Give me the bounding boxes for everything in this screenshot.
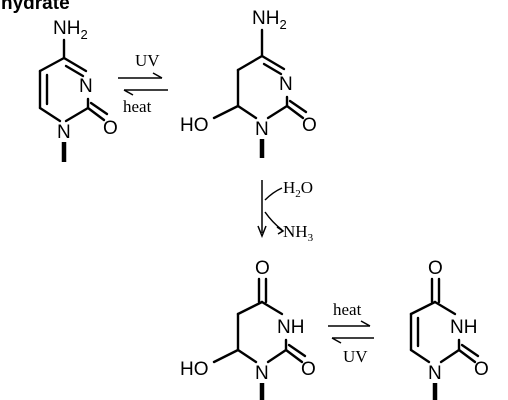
cytosine-c5-c4-bond (38, 56, 66, 73)
hydrate-hydroxyl-label: HO (180, 115, 209, 136)
equilibrium-arrows-top: UV heat (118, 51, 168, 116)
condition-heat-top: heat (123, 97, 152, 116)
condition-ammonia: NH3 (283, 222, 314, 244)
uracil-hydrate-carbonyl-bond (284, 348, 304, 364)
hydrate-c4-n3-double (262, 62, 283, 76)
uracil-hydrate-o4-label: O (255, 258, 270, 279)
condition-uv-top: UV (135, 51, 160, 70)
uracil-hydrate-o2-label: O (301, 359, 316, 380)
forward-arrow-head-top (152, 72, 163, 79)
hydrate-n1-label: N (255, 119, 269, 140)
ammonia-out-curve (264, 211, 283, 231)
reverse-arrow-head-top (123, 89, 134, 96)
uracil-hydrate-c5-c4-bond (236, 300, 264, 316)
ammonia-out-head (276, 226, 285, 235)
uracil-n1-label: N (428, 363, 442, 384)
uracil-carbonyl-bond (457, 348, 477, 364)
uracil-hydrate-c4-n3-bond (260, 300, 284, 316)
uracil-c5-c4-bond (409, 300, 437, 316)
uracil-hydrate-nh-label: NH (277, 317, 304, 338)
forward-arrow-head-bottom (360, 320, 371, 327)
hydrate-c5-c4-bond (236, 54, 264, 72)
uracil-carbonyl-double (460, 343, 480, 358)
cytosine-amino-label: NH2 (53, 18, 88, 42)
uracil-hydrate-n1-c6-bond (236, 348, 258, 364)
cytosine-carbonyl-bond (86, 106, 106, 122)
hydrate-o-label: O (302, 115, 317, 136)
cytosine-c4-n3-double (64, 64, 85, 78)
molecule-uracil: O NH O N (409, 258, 489, 400)
uracil-hydrate-c2-n1-bond (266, 348, 288, 364)
uracil-nh-label: NH (450, 317, 477, 338)
molecule-cytosine-hydrate: NH2 N O HO N (180, 8, 317, 158)
cytosine-c2-n1-bond (64, 106, 90, 123)
hydrate-carbonyl-double (288, 99, 308, 114)
uracil-hydrate-carbonyl-double (287, 343, 307, 358)
condition-uv-bottom: UV (343, 347, 368, 366)
uracil-c2-n1-bond (439, 348, 461, 364)
hydrate-c2-n1-bond (266, 104, 289, 120)
hydrate-c4-n3-bond (260, 54, 286, 71)
molecule-cytosine: NH2 N O N (38, 18, 118, 162)
cytosine-n1-label: N (57, 122, 71, 143)
uracil-o2-label: O (474, 359, 489, 380)
uracil-hydrate-hydroxyl-label: HO (180, 359, 209, 380)
cytosine-n3-label: N (79, 76, 93, 97)
hydrate-carbonyl-bond (285, 104, 305, 120)
reverse-arrow-head-bottom (331, 337, 342, 344)
condition-water: H2O (283, 178, 313, 200)
cytosine-o-label: O (103, 118, 118, 139)
deamination-arrow-head (257, 225, 267, 239)
cytosine-n1-c6-bond (38, 106, 62, 123)
deamination-arrow: H2O NH3 (257, 178, 314, 244)
molecule-uracil-hydrate: O NH O HO N (180, 258, 316, 400)
equilibrium-arrows-bottom: heat UV (328, 300, 374, 366)
hydrate-n3-label: N (279, 74, 293, 95)
scheme-title: hydrate (1, 0, 70, 14)
uracil-hydrate-hydroxyl-bond (212, 348, 240, 364)
condition-heat-bottom: heat (333, 300, 362, 319)
hydrate-hydroxyl-bond (212, 104, 240, 120)
cytosine-carbonyl-double (89, 101, 109, 116)
hydrate-n1-c6-bond (236, 104, 258, 120)
uracil-n1-c6-bond (409, 348, 431, 364)
uracil-o4-label: O (428, 258, 443, 279)
cytosine-c4-n3-bond (62, 56, 88, 73)
uracil-c4-n3-bond (433, 300, 457, 316)
uracil-hydrate-n1-label: N (255, 363, 269, 384)
hydrate-amino-label: NH2 (252, 8, 287, 32)
water-in-curve (264, 187, 283, 201)
